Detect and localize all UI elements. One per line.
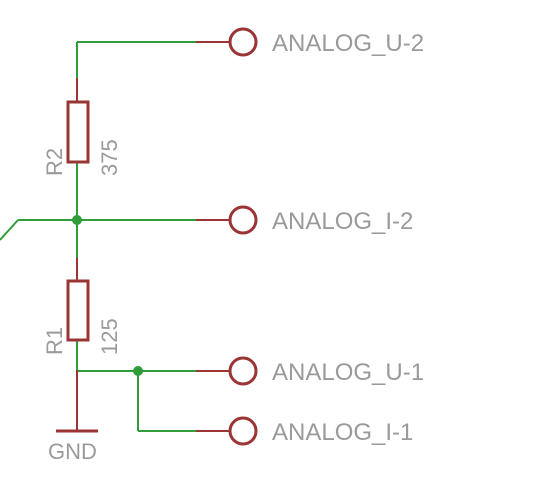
wires [0, 41, 196, 432]
r1-name-label: R1 [42, 327, 67, 355]
connector-analog-i1: ANALOG_I-1 [196, 416, 413, 446]
connector-analog-u1: ANALOG_U-1 [196, 356, 424, 386]
connector-analog-u2: ANALOG_U-2 [196, 27, 424, 57]
terminal-circle [228, 356, 258, 386]
net-label-analog-i2: ANALOG_I-2 [272, 208, 413, 235]
terminal-circle [228, 27, 258, 57]
net-label-analog-i1: ANALOG_I-1 [272, 419, 413, 446]
ground-symbol: GND [48, 370, 98, 464]
resistor-r2: R2 375 [42, 78, 122, 176]
connector-analog-i2: ANALOG_I-2 [196, 205, 413, 235]
wire-offscreen-diagonal [0, 219, 19, 241]
terminal-circle [228, 416, 258, 446]
net-label-analog-u2: ANALOG_U-2 [272, 30, 424, 57]
r1-value-label: 125 [97, 318, 122, 355]
ground-label: GND [48, 439, 97, 464]
junction-dot-mid [72, 215, 82, 225]
r1-body [66, 279, 90, 342]
junction-dot-bottom [133, 366, 143, 376]
r2-value-label: 375 [97, 139, 122, 176]
r2-name-label: R2 [42, 148, 67, 176]
resistor-r1: R1 125 [42, 258, 122, 355]
r2-body [66, 100, 90, 164]
terminal-circle [228, 205, 258, 235]
net-label-analog-u1: ANALOG_U-1 [272, 359, 424, 386]
